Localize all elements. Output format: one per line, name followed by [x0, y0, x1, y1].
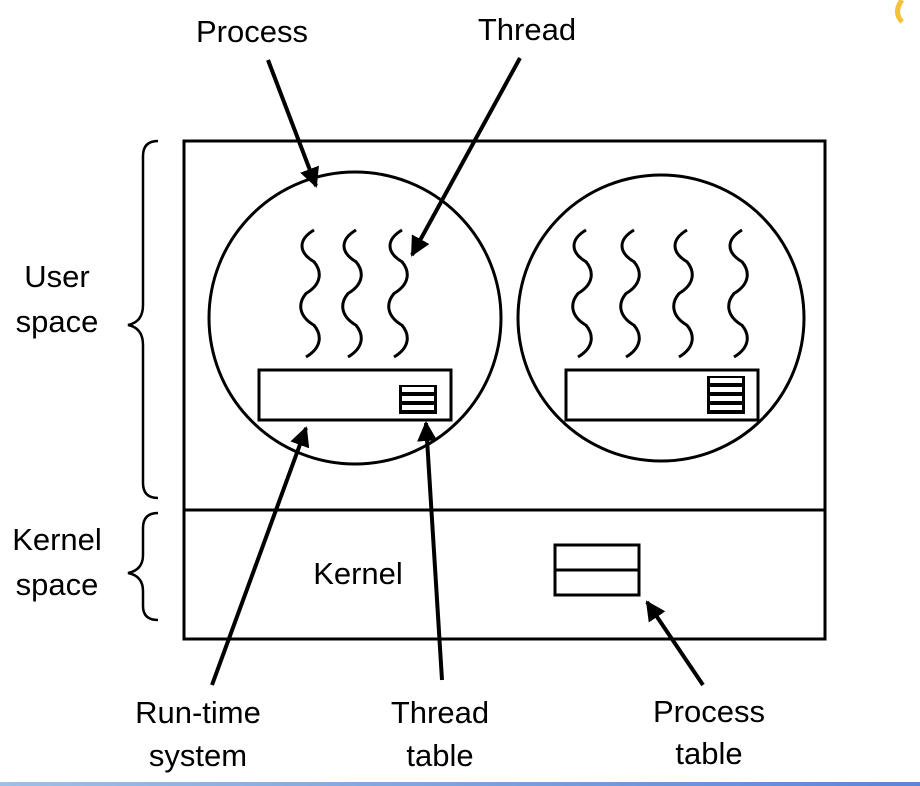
thread-table-row: [402, 396, 434, 401]
corner-logo-icon: [895, 0, 905, 24]
process-label: Process: [196, 14, 308, 49]
thread-arrow: [410, 57, 522, 257]
threads-group-1: [299, 228, 409, 359]
system-box: [182, 139, 827, 641]
thread-table-arrow: [417, 421, 444, 681]
thread-table-row: [402, 405, 434, 410]
thread-squiggle-icon: [619, 228, 641, 359]
process-table-row: [553, 568, 641, 597]
thread-table-row: [710, 387, 742, 392]
process-table-label-line1: Process: [653, 694, 765, 729]
thread-squiggle-icon: [672, 228, 694, 359]
thread-table-row: [710, 396, 742, 401]
process-circle-1: [207, 170, 503, 466]
thread-squiggle-icon: [341, 228, 363, 359]
thread-table-row: [402, 387, 434, 392]
kernel-label: Kernel: [313, 556, 403, 591]
process-circle-2: [516, 173, 806, 463]
process-table: [553, 543, 641, 597]
thread-table-row: [710, 405, 742, 410]
thread-table-2: [707, 376, 745, 414]
thread-table-label-line1: Thread: [391, 695, 489, 730]
thread-squiggle-icon: [299, 228, 321, 359]
thread-squiggle-icon: [571, 228, 593, 359]
thread-table-row: [710, 378, 742, 383]
threads-group-2: [571, 228, 749, 359]
thread-squiggle-icon: [387, 228, 409, 359]
user-space-label-line1: User: [24, 259, 89, 294]
thread-squiggle-icon: [727, 228, 749, 359]
kernel-space-label-line1: Kernel: [12, 522, 102, 557]
thread-label: Thread: [478, 12, 576, 47]
kernel-space-brace: [127, 511, 159, 622]
runtime-system-label-line2: system: [149, 738, 247, 773]
process-arrow: [266, 59, 319, 188]
footer-bar: [0, 782, 920, 786]
thread-table-label-line2: table: [406, 738, 473, 773]
process-table-row: [553, 543, 641, 572]
runtime-system-label-line1: Run-time: [135, 695, 261, 730]
thread-table-1: [399, 385, 437, 414]
process-table-arrow: [645, 600, 705, 687]
runtime-system-arrow: [210, 426, 310, 686]
kernel-space-label-line2: space: [16, 567, 99, 602]
process-table-label-line2: table: [675, 736, 742, 771]
user-space-label-line2: space: [16, 304, 99, 339]
user-space-brace: [127, 139, 159, 500]
